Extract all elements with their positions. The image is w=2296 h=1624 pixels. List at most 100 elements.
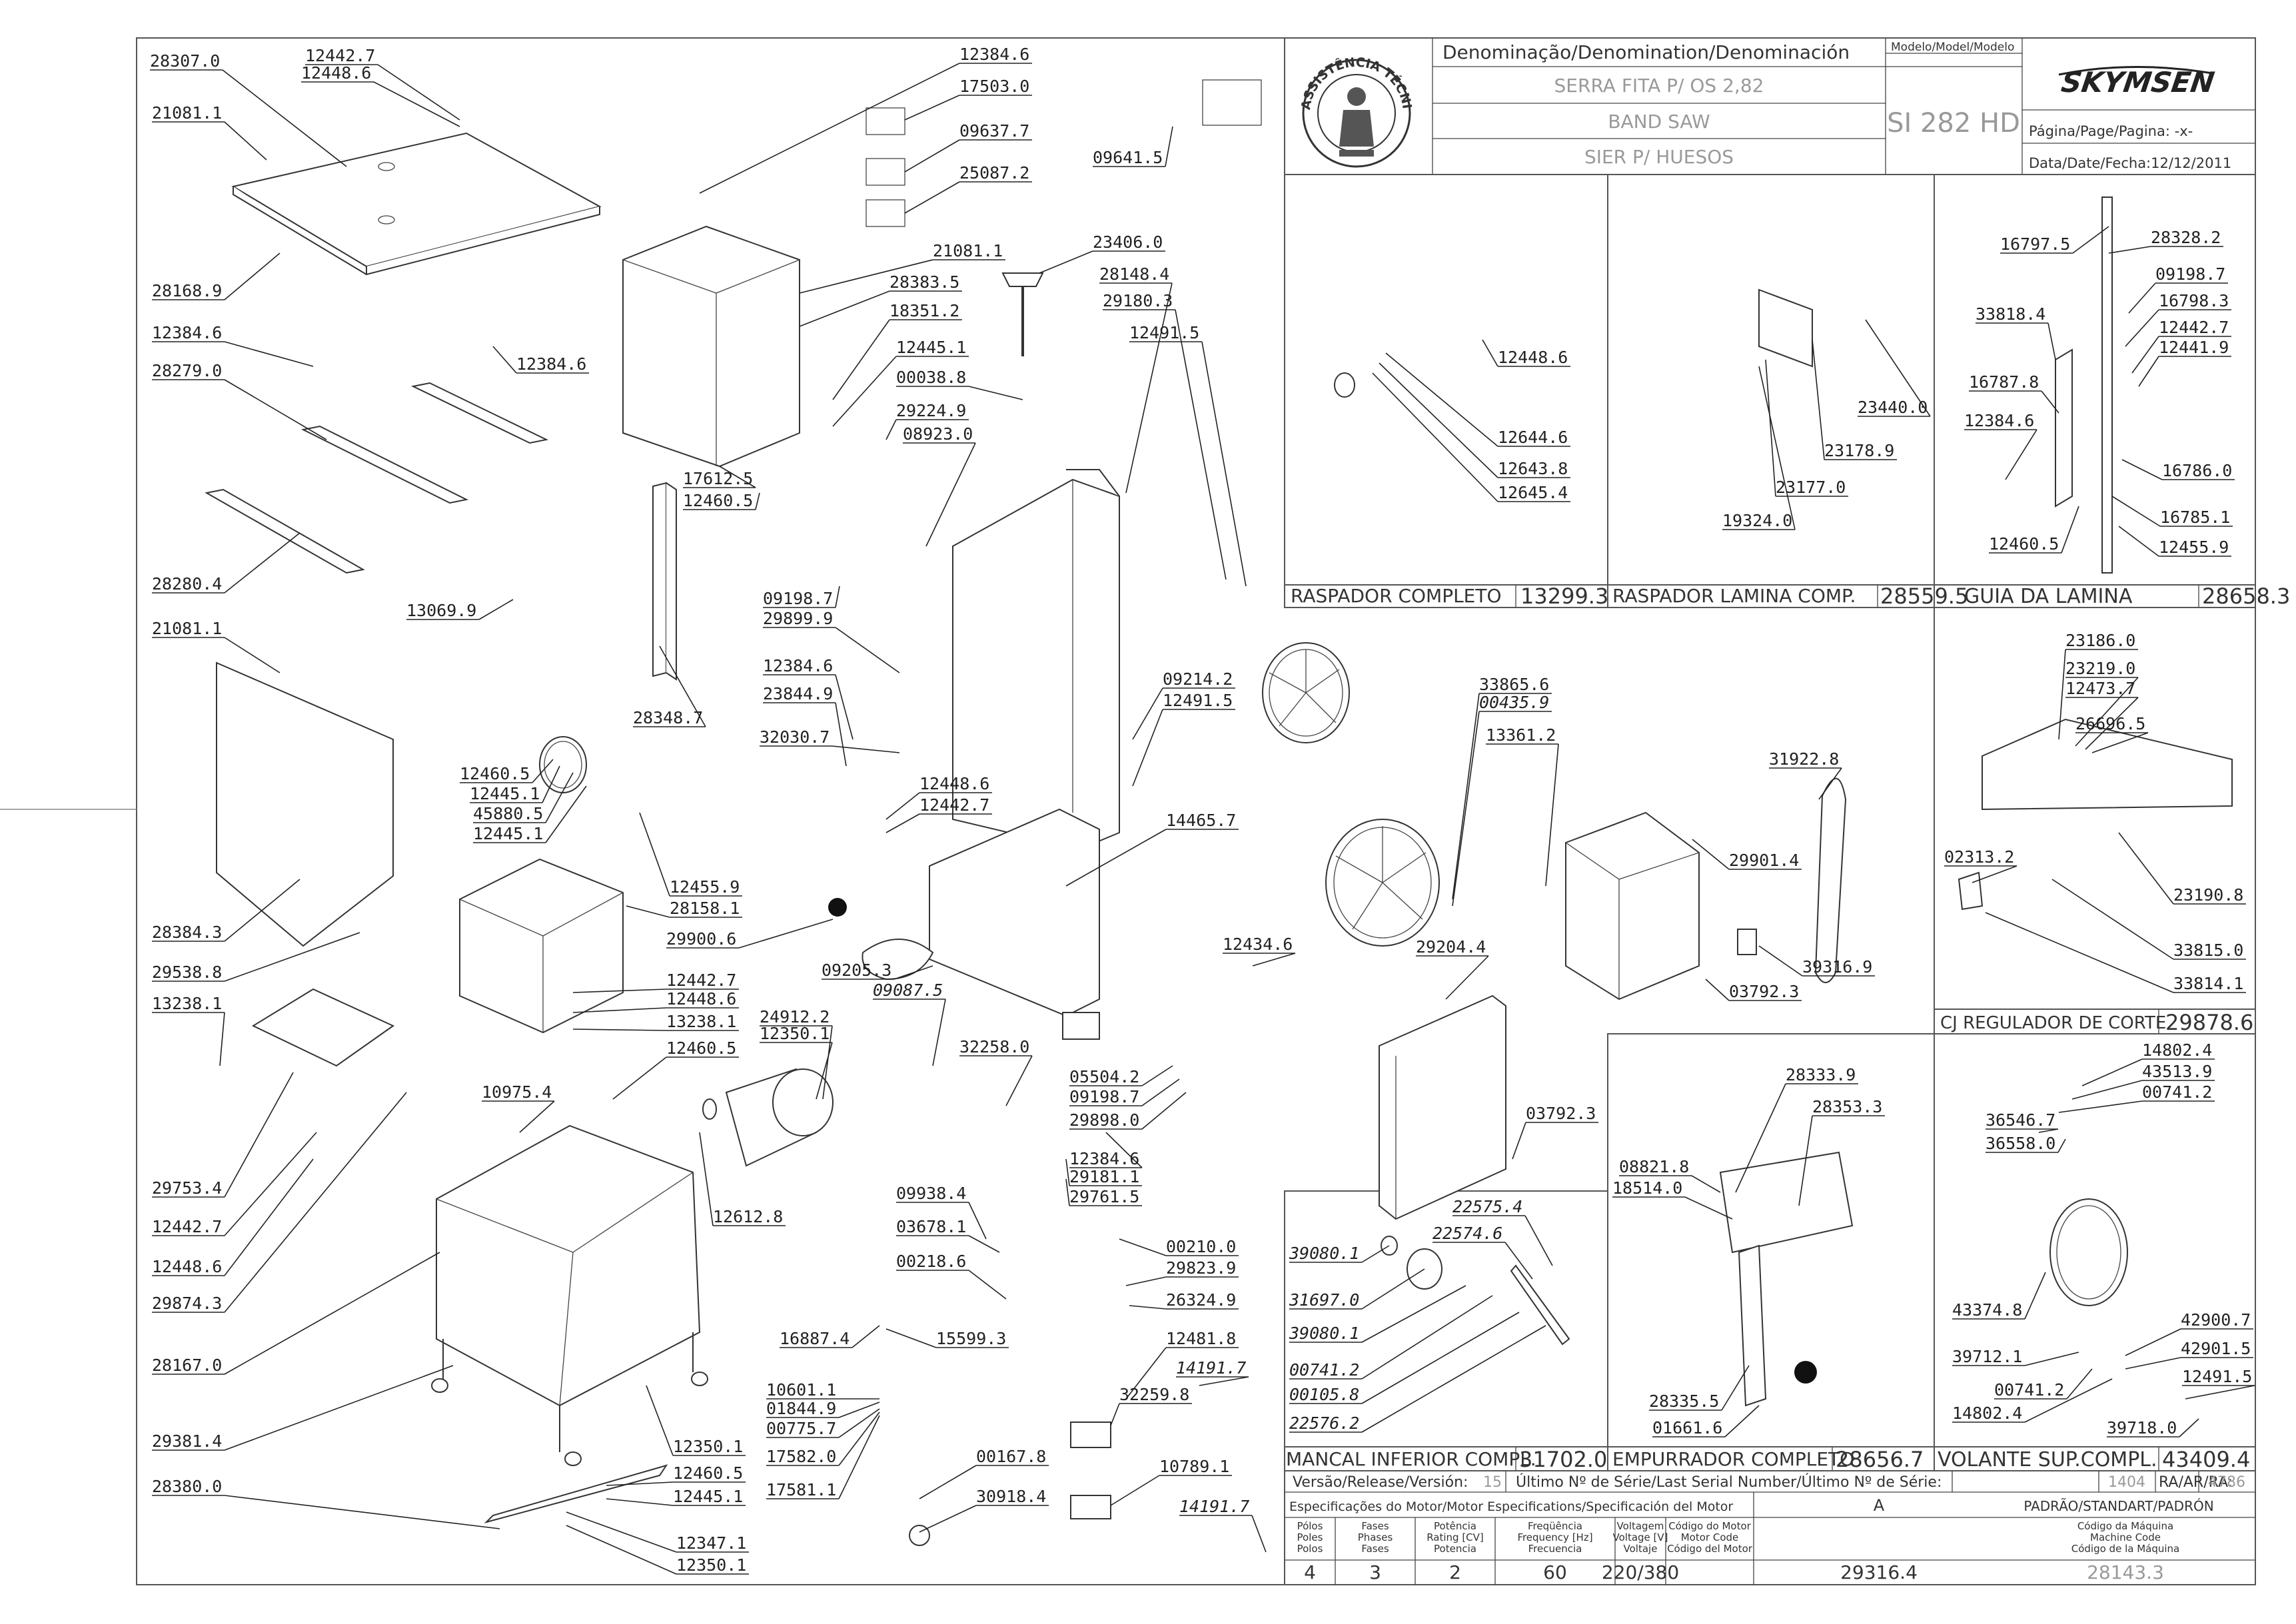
motor-spec-header: Especificações do Motor/Motor Especifica… bbox=[1289, 1499, 1733, 1514]
part-label: 01844.9 bbox=[766, 1399, 880, 1418]
part-label: 22574.6 bbox=[1433, 1224, 1533, 1280]
part-label: 28333.9 bbox=[1735, 1065, 1858, 1193]
part-drawings bbox=[205, 79, 2233, 1546]
part-label: 29538.8 bbox=[152, 932, 360, 982]
part-number: 30918.4 bbox=[976, 1487, 1046, 1506]
part-number: 02313.2 bbox=[1944, 847, 2014, 867]
part-label: 28335.5 bbox=[1649, 1365, 1750, 1411]
part-number: 00775.7 bbox=[766, 1419, 836, 1438]
part-label: 28148.4 bbox=[1099, 264, 1173, 494]
part-number: 29381.4 bbox=[152, 1431, 222, 1451]
part-label: 13069.9 bbox=[406, 599, 514, 620]
motor-spec-table: Versão/Release/Versión: 15 Último Nº de … bbox=[1284, 1470, 2256, 1585]
part-label: 12384.6 bbox=[699, 45, 1032, 194]
part-label: 13238.1 bbox=[152, 994, 225, 1066]
date-label: Data/Date/Fecha:12/12/2011 bbox=[2029, 155, 2231, 171]
part-label: 28348.7 bbox=[633, 645, 706, 727]
denomination-header: Denominação/Denomination/Denominación bbox=[1442, 41, 1850, 63]
part-label: 12445.1 bbox=[606, 1487, 746, 1506]
part-number: 16887.4 bbox=[780, 1329, 850, 1348]
part-label: 23440.0 bbox=[1858, 319, 1931, 417]
part-label: 03678.1 bbox=[896, 1217, 1000, 1253]
part-number: 25087.2 bbox=[959, 163, 1029, 183]
part-number: 31697.0 bbox=[1289, 1290, 1359, 1310]
part-label: 29900.6 bbox=[666, 919, 834, 949]
part-label: 17612.5 bbox=[683, 466, 756, 488]
part-number: 12384.6 bbox=[1964, 411, 2034, 430]
part-number: 29538.8 bbox=[152, 963, 222, 982]
motor-col-label: Freqüência bbox=[1528, 1520, 1582, 1532]
part-label: 12350.1 bbox=[760, 1024, 833, 1100]
motor-value-frequency: 60 bbox=[1543, 1561, 1567, 1583]
part-number: 21081.1 bbox=[933, 241, 1003, 260]
part-label: 13361.2 bbox=[1486, 725, 1559, 887]
part-number: 39718.0 bbox=[2107, 1418, 2177, 1437]
part-number: 14802.4 bbox=[1952, 1404, 2022, 1423]
part-number: 39316.9 bbox=[1802, 957, 1872, 977]
motor-value-phases: 3 bbox=[1369, 1561, 1381, 1583]
part-number: 03678.1 bbox=[896, 1217, 966, 1236]
inset-wheel bbox=[2049, 1198, 2128, 1306]
subassembly-code: 28559.5 bbox=[1880, 584, 1968, 609]
part-label: 19324.0 bbox=[1722, 366, 1796, 530]
part-number: 12460.5 bbox=[666, 1038, 736, 1058]
part-number: 21081.1 bbox=[152, 619, 222, 638]
part-label: 31922.8 bbox=[1769, 749, 1842, 800]
motor-value-poles: 4 bbox=[1304, 1561, 1316, 1583]
skymsen-logo: SKYMSEN bbox=[2058, 66, 2217, 99]
inset-panels bbox=[1284, 174, 2256, 1471]
part-label: 29181.1 bbox=[1065, 1158, 1142, 1186]
part-number: 12445.1 bbox=[470, 784, 540, 803]
part-number: 28348.7 bbox=[633, 708, 703, 727]
subassembly-code: 29878.6 bbox=[2165, 1010, 2253, 1035]
part-label: 08821.8 bbox=[1619, 1157, 1721, 1193]
part-label: 05504.2 bbox=[1069, 1065, 1173, 1086]
part-number: 12491.5 bbox=[1163, 691, 1233, 710]
part-number: 39080.1 bbox=[1289, 1324, 1359, 1343]
motor-value-voltage: 220/380 bbox=[1602, 1561, 1679, 1583]
part-number: 18351.2 bbox=[889, 301, 959, 320]
part-number: 00435.9 bbox=[1479, 693, 1549, 712]
page-label: Página/Page/Pagina: -x- bbox=[2029, 123, 2193, 139]
part-label: 12645.4 bbox=[1372, 372, 1570, 502]
part-number: 29900.6 bbox=[666, 929, 736, 949]
part-label: 33815.0 bbox=[2051, 879, 2246, 960]
part-label: 12460.5 bbox=[612, 1038, 739, 1100]
part-number: 12442.7 bbox=[305, 46, 375, 65]
part-number: 12445.1 bbox=[896, 338, 966, 357]
part-label: 39316.9 bbox=[1758, 945, 1875, 977]
motor-col-label: Código del Motor bbox=[1667, 1543, 1753, 1555]
part-label: 12455.9 bbox=[2118, 526, 2231, 557]
part-number: 12448.6 bbox=[301, 63, 371, 83]
part-label: 21081.1 bbox=[799, 241, 1005, 294]
part-number: 00210.0 bbox=[1166, 1237, 1236, 1256]
part-number: 15599.3 bbox=[936, 1329, 1006, 1348]
motor-code-value: 29316.4 bbox=[1840, 1561, 1918, 1583]
part-label: 43374.8 bbox=[1952, 1272, 2046, 1320]
part-label: 12491.5 bbox=[2182, 1367, 2255, 1400]
machine-code-value: 28143.3 bbox=[2087, 1561, 2164, 1583]
part-label: 16887.4 bbox=[780, 1325, 880, 1348]
part-label: 29898.0 bbox=[1069, 1092, 1187, 1130]
part-number: 10601.1 bbox=[766, 1380, 836, 1400]
part-label: 28353.3 bbox=[1798, 1097, 1885, 1206]
part-label: 12460.5 bbox=[606, 1463, 746, 1486]
part-label: 12612.8 bbox=[699, 1132, 786, 1226]
part-label: 16798.3 bbox=[2125, 291, 2231, 347]
part-label: 23406.0 bbox=[1039, 232, 1165, 274]
part-label: 21081.1 bbox=[152, 619, 281, 673]
motor-col-label: Frecuencia bbox=[1528, 1543, 1582, 1555]
motor-col-label: Voltage [V] bbox=[1613, 1531, 1668, 1543]
part-label: 12448.6 bbox=[572, 989, 739, 1013]
part-label: 18351.2 bbox=[832, 301, 962, 400]
part-number: 16786.0 bbox=[2162, 461, 2232, 480]
part-label: 12448.6 bbox=[152, 1158, 314, 1276]
part-label: 09198.7 bbox=[763, 586, 840, 608]
part-label: 09637.7 bbox=[904, 121, 1032, 173]
motor bbox=[702, 1068, 834, 1167]
part-number: 09198.7 bbox=[763, 589, 833, 608]
part-label: 12455.9 bbox=[639, 812, 742, 897]
part-number: 14191.7 bbox=[1176, 1358, 1246, 1378]
subassembly-name: MANCAL INFERIOR COMPL. bbox=[1286, 1448, 1536, 1470]
